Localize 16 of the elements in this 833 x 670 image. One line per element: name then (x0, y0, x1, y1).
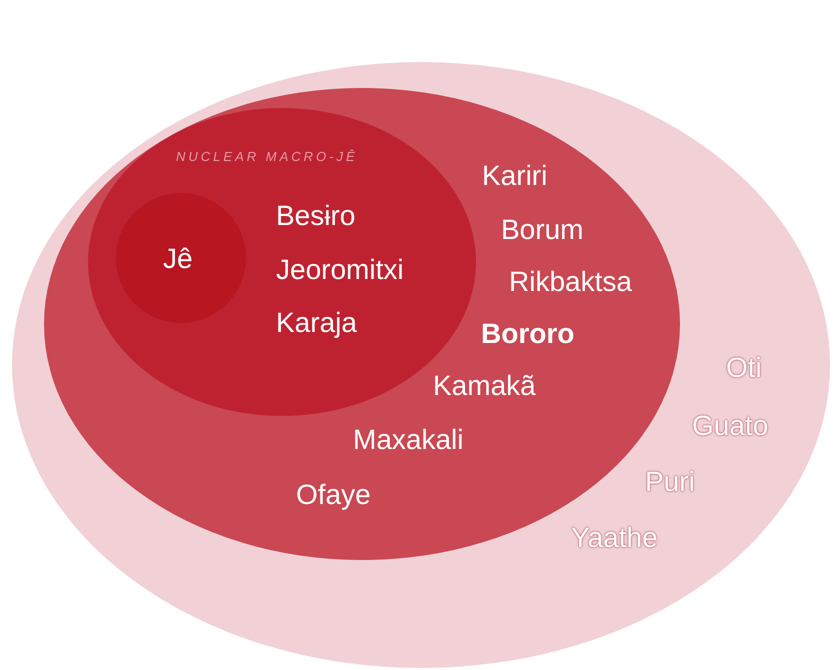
language-name: Yaathe (571, 524, 658, 552)
language-name: Besɨro (276, 202, 356, 230)
language-name: Maxakali (353, 426, 464, 454)
language-name: Rikbaktsa (509, 268, 632, 296)
group-heading: NUCLEAR MACRO-JÊ (176, 150, 358, 163)
language-name: Guato (692, 412, 768, 440)
language-name: Ofaye (296, 481, 371, 509)
language-name: Karaja (276, 309, 357, 337)
language-name: Bororo (481, 320, 574, 348)
language-name: Jeoromitxi (276, 256, 404, 284)
language-name: Borum (501, 216, 584, 244)
language-name: Puri (645, 468, 695, 496)
language-name: Kariri (482, 162, 548, 190)
language-name: Kamakã (433, 372, 536, 400)
language-name: Oti (726, 354, 762, 382)
language-name: Jê (163, 245, 193, 273)
